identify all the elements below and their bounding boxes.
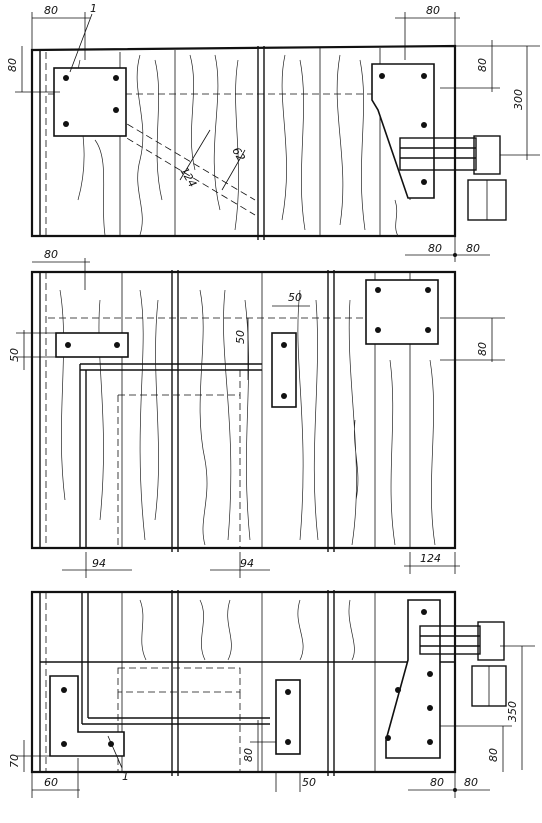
dim-60: 60 <box>44 776 58 789</box>
dim-94: 94 <box>92 557 106 570</box>
panel-middle: 80 50 50 50 80 94 94 124 <box>8 248 505 578</box>
dim-80: 80 <box>430 776 444 789</box>
dim-124: 124 <box>177 165 199 190</box>
dim-50: 50 <box>8 348 21 362</box>
dim-80: 80 <box>466 242 480 255</box>
dim-124: 124 <box>420 552 441 565</box>
dim-50: 50 <box>302 776 316 789</box>
dim-80: 80 <box>44 4 58 17</box>
callout-label: 1 <box>122 770 129 783</box>
dim-80: 80 <box>426 4 440 17</box>
panel-top: 80 80 1 80 80 300 124 62 80 80 <box>6 2 540 262</box>
dim-300: 300 <box>512 89 525 110</box>
dim-50: 50 <box>288 291 302 304</box>
dim-80: 80 <box>6 58 19 72</box>
dim-80: 80 <box>464 776 478 789</box>
dim-70: 70 <box>8 754 21 768</box>
dim-80: 80 <box>44 248 58 261</box>
dim-350: 350 <box>506 701 519 722</box>
panel-bottom: 1 350 80 80 70 60 50 80 80 <box>8 590 535 798</box>
dim-80: 80 <box>428 242 442 255</box>
dim-80: 80 <box>487 748 500 762</box>
dim-80: 80 <box>476 342 489 356</box>
dim-80: 80 <box>476 58 489 72</box>
hinge-plate <box>371 63 435 199</box>
dim-94: 94 <box>240 557 254 570</box>
dim-80: 80 <box>242 748 255 762</box>
callout-label: 1 <box>90 2 97 15</box>
dim-50: 50 <box>234 330 247 344</box>
dim-62: 62 <box>229 145 247 164</box>
